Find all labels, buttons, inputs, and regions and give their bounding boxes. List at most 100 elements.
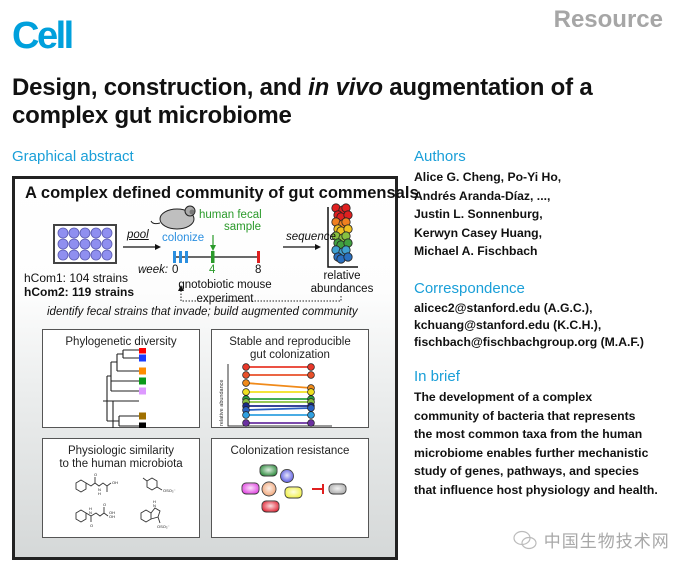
plate-well <box>79 249 91 261</box>
article-title: Design, construction, and in vivo augmen… <box>12 74 672 130</box>
y-axis-label: relative abundance <box>219 380 225 426</box>
sequence-arrow-head <box>315 244 321 250</box>
atom-label: H <box>98 491 101 496</box>
colonize-tick <box>185 251 188 263</box>
sequence-label: sequence <box>286 231 336 243</box>
graphical-abstract: A complex defined community of gut comme… <box>12 176 419 560</box>
series-point <box>242 411 250 419</box>
plate-well <box>68 227 80 239</box>
graphical-abstract-label: Graphical abstract <box>12 148 134 165</box>
phylogenetic-tree <box>103 348 146 428</box>
plate-well <box>101 238 113 250</box>
email-link[interactable]: kchuang@stanford.edu (K.C.H.), <box>414 318 602 332</box>
fecal-arrow-head <box>210 245 216 251</box>
plate-well <box>90 238 102 250</box>
series-line <box>245 407 312 411</box>
experiment-label: gnotobiotic mouse experiment <box>165 278 285 306</box>
pool-arrow-head <box>155 244 161 250</box>
bacterium-highlight <box>280 469 294 483</box>
author-line: Andrés Aranda-Díaz, ..., <box>414 188 551 203</box>
bacterium-highlight <box>260 465 277 476</box>
colonization-series <box>242 363 315 427</box>
panel-title-line2: to the human microbiota <box>59 458 183 470</box>
tree-leaf <box>139 354 146 362</box>
tree-leaf <box>139 422 146 428</box>
abundance-line2: abundances <box>310 283 374 295</box>
colonize-ticks <box>173 251 188 263</box>
experiment-diagram <box>123 203 358 302</box>
series-point <box>242 379 250 387</box>
plate-well <box>57 227 69 239</box>
feedback-dotted-line <box>180 289 342 302</box>
abundance-dots <box>331 203 353 264</box>
email-link[interactable]: alicec2@stanford.edu (A.G.C.), <box>414 301 593 315</box>
colonize-tick <box>173 251 176 263</box>
atom-label: N <box>153 503 156 508</box>
fecal-label-line2: sample <box>224 221 262 233</box>
article-type-label: Resource <box>553 6 663 33</box>
atom-label: OH <box>112 480 118 485</box>
atom-label: O <box>94 472 97 477</box>
bacterium-highlight <box>329 484 346 494</box>
graphical-abstract-heading: A complex defined community of gut comme… <box>25 184 419 202</box>
panel-title-line1: Physiologic similarity <box>67 445 175 457</box>
week-0: 0 <box>172 264 179 276</box>
atom-label: N <box>89 510 92 515</box>
panel-phylogenetic-diversity: Phylogenetic diversity <box>42 329 200 428</box>
atom-label: O <box>103 502 106 507</box>
author-line: Justin L. Sonnenburg, <box>414 207 543 221</box>
title-text-1: Design, construction, and <box>12 74 309 101</box>
week-label: week: <box>138 264 169 276</box>
week-8: 8 <box>255 264 262 276</box>
atom-label: OH <box>109 510 115 515</box>
atom-label: OH <box>109 514 115 519</box>
panel-colonization-resistance: Colonization resistance <box>211 438 369 538</box>
colonization-plot: relative abundance <box>219 363 332 427</box>
authors-heading: Authors <box>414 148 466 165</box>
abundance-dot <box>343 252 353 262</box>
molecule-atom-labels: OH O N H OSO₃⁻ OH O H N O OH H N OSO₃⁻ <box>89 472 176 529</box>
watermark: 中国生物技术网 <box>512 527 670 552</box>
well-plate-icon <box>53 224 117 264</box>
abundance-axis <box>327 207 358 268</box>
experiment-line1: gnotobiotic mouse <box>178 279 272 291</box>
pool-label: pool <box>127 229 149 241</box>
tree-leaf <box>139 367 146 375</box>
series-line <box>245 382 312 389</box>
tree-leaf <box>139 387 146 395</box>
atom-label: O <box>90 523 93 528</box>
series-point <box>307 419 315 427</box>
bacterium-highlight <box>285 487 302 498</box>
journal-logo: Cell <box>12 15 74 57</box>
tree-leaf <box>139 412 146 420</box>
tree-leaf <box>139 348 146 354</box>
series-point <box>242 419 250 427</box>
plate-well <box>68 249 80 261</box>
molecule-bonds <box>75 477 163 524</box>
plate-well <box>101 227 113 239</box>
colonization-resistance-diagram <box>241 464 347 513</box>
plate-well <box>90 249 102 261</box>
panel-title: Phylogenetic diversity <box>65 336 177 348</box>
bacterium-highlight <box>242 483 259 494</box>
authors-section: Authors Alice G. Cheng, Po-Yi Ho, Andrés… <box>414 148 561 261</box>
experiment-line2: experiment <box>196 293 254 305</box>
mouse-icon <box>150 205 196 230</box>
email-link[interactable]: fischbach@fischbachgroup.org (M.A.F.) <box>414 335 644 349</box>
tree-leaves <box>139 348 146 428</box>
bacteria-group <box>241 464 347 513</box>
molecule-structures: OH O N H OSO₃⁻ OH O H N O OH H N OSO₃⁻ <box>75 472 176 529</box>
plate-well <box>57 249 69 261</box>
watermark-text: 中国生物技术网 <box>543 532 670 551</box>
fecal-tick <box>211 251 215 263</box>
correspondence-section: Correspondence alicec2@stanford.edu (A.G… <box>414 280 644 351</box>
panel-title: Colonization resistance <box>230 445 350 457</box>
in-brief-line: that influence host physiology and healt… <box>414 482 658 497</box>
plate-well <box>57 238 69 250</box>
atom-label: H <box>89 506 92 511</box>
series-point <box>307 363 315 371</box>
series-point <box>242 363 250 371</box>
plate-well <box>79 227 91 239</box>
